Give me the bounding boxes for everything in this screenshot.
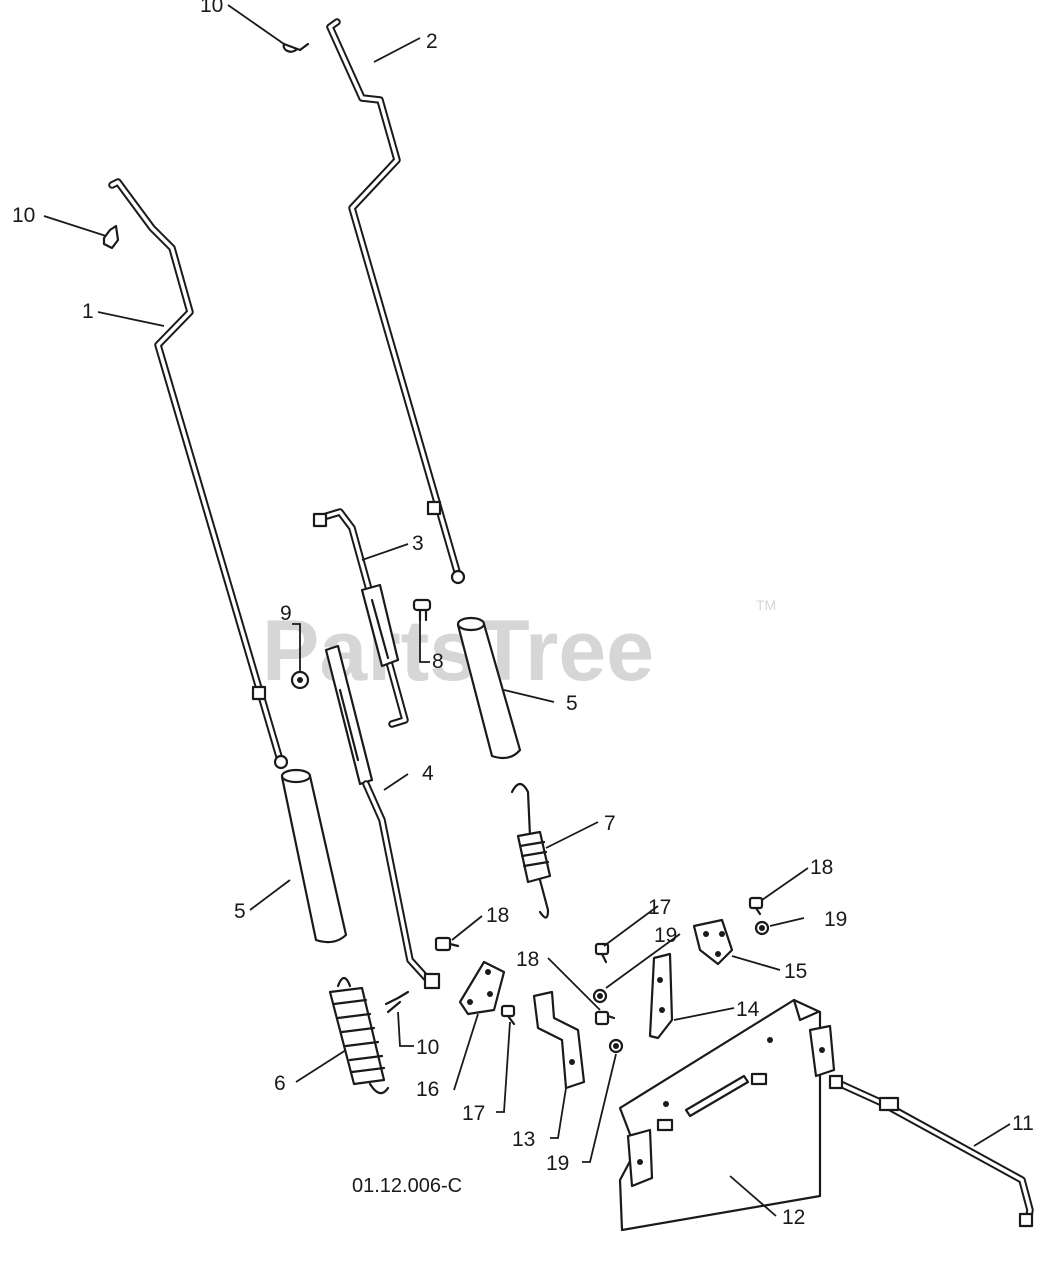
part-14-bracket <box>648 952 674 1040</box>
part-17-bolt-lower <box>500 1004 516 1026</box>
part-19-nut-right <box>754 920 770 936</box>
part-18-bolt-left <box>434 936 460 952</box>
part-17-bolt-upper <box>594 942 610 964</box>
watermark-tm: TM <box>756 597 776 613</box>
part-3-lever <box>312 508 409 728</box>
part-2-lift-rod <box>326 18 466 585</box>
callout-9: 9 <box>280 602 292 625</box>
leader-lines <box>43 4 1011 1217</box>
callout-3: 3 <box>412 532 424 555</box>
part-9-nut <box>290 670 310 690</box>
part-11-rod <box>828 1074 1034 1228</box>
part-19-nut-upper <box>592 988 608 1004</box>
part-19-nut-lower <box>608 1038 624 1054</box>
callout-19: 19 <box>654 924 677 947</box>
callout-19: 19 <box>824 908 847 931</box>
callout-12: 12 <box>782 1206 805 1229</box>
callout-14: 14 <box>736 998 760 1021</box>
callout-10: 10 <box>12 204 35 227</box>
callout-11: 11 <box>1012 1112 1034 1135</box>
callout-10: 10 <box>416 1036 439 1059</box>
part-6-spring <box>328 976 390 1095</box>
part-10-clip-bottom <box>384 990 410 1014</box>
callout-18: 18 <box>810 856 833 879</box>
callouts: 10 2 10 1 3 9 8 5 4 7 5 18 18 17 19 19 1… <box>12 0 1034 1229</box>
part-16-plate <box>458 960 506 1016</box>
part-18-bolt-middle <box>594 1010 616 1026</box>
callout-10: 10 <box>200 0 223 17</box>
part-8-bolt <box>412 598 432 622</box>
part-12-main-plate <box>618 998 836 1232</box>
watermark: PartsTree <box>262 603 654 699</box>
figure-number: 01.12.006-C <box>352 1175 462 1197</box>
part-10-clip-left <box>102 224 120 250</box>
part-5-grip-lower <box>280 768 348 944</box>
part-7-spring <box>510 782 552 919</box>
callout-7: 7 <box>604 812 616 835</box>
callout-8: 8 <box>432 650 444 673</box>
part-4-lever-rod <box>324 644 441 990</box>
callout-17: 17 <box>648 896 671 919</box>
callout-18: 18 <box>486 904 509 927</box>
callout-4: 4 <box>422 762 434 785</box>
part-15-plate <box>692 918 734 966</box>
callout-15: 15 <box>784 960 807 983</box>
callout-16: 16 <box>416 1078 439 1101</box>
callout-5: 5 <box>566 692 578 715</box>
callout-19: 19 <box>546 1152 569 1175</box>
callout-13: 13 <box>512 1128 535 1151</box>
callout-5: 5 <box>234 900 246 923</box>
part-18-bolt-right <box>748 896 764 916</box>
part-5-grip-upper <box>456 616 522 760</box>
callout-1: 1 <box>82 300 94 323</box>
callout-2: 2 <box>426 30 438 53</box>
callout-18: 18 <box>516 948 539 971</box>
callout-6: 6 <box>274 1072 286 1095</box>
callout-17: 17 <box>462 1102 485 1125</box>
part-1-lift-rod <box>108 178 289 770</box>
part-13-bracket <box>532 990 586 1090</box>
part-10-clip-top <box>282 42 310 53</box>
